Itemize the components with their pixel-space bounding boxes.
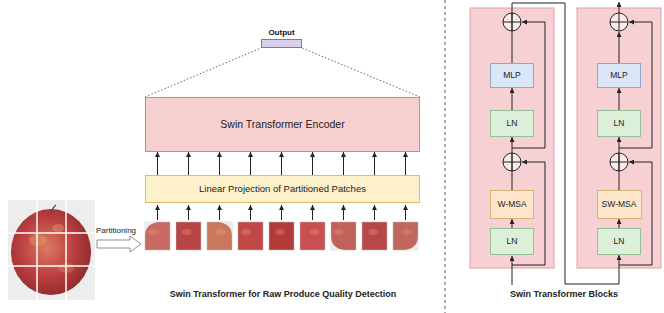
flow-arrow bbox=[343, 152, 344, 175]
flow-arrow bbox=[405, 152, 406, 175]
image-patch bbox=[331, 222, 356, 250]
image-patch bbox=[300, 222, 325, 250]
encoder-box: Swin Transformer Encoder bbox=[145, 97, 420, 152]
patch-arrow bbox=[250, 205, 251, 220]
flow-arrow bbox=[312, 152, 313, 175]
flow-arrow bbox=[374, 152, 375, 175]
node-label: LN bbox=[507, 119, 518, 129]
photo-background bbox=[8, 200, 95, 300]
flow-arrow bbox=[250, 152, 251, 175]
flow-arrow bbox=[157, 152, 158, 175]
node-label: LN bbox=[614, 119, 625, 129]
node-label: SW-MSA bbox=[602, 200, 637, 210]
projection-line bbox=[145, 48, 261, 97]
patch-corner bbox=[331, 236, 344, 250]
add-symbol bbox=[610, 13, 628, 31]
image-patch bbox=[269, 222, 294, 250]
projection-box: Linear Projection of Partitioned Patches bbox=[145, 175, 420, 203]
node-label: Linear Projection of Partitioned Patches bbox=[199, 184, 366, 195]
projection-line bbox=[302, 48, 420, 97]
patch-highlight bbox=[216, 229, 226, 235]
flow-arrow bbox=[281, 152, 282, 175]
grid-line bbox=[8, 232, 95, 234]
flow-arrow bbox=[512, 88, 513, 110]
image-patch bbox=[238, 222, 263, 250]
patch-arrow bbox=[312, 205, 313, 220]
image-patch bbox=[207, 222, 232, 250]
node-label: LN bbox=[507, 237, 518, 247]
layernorm-box: LN bbox=[490, 228, 534, 255]
patch-corner bbox=[145, 222, 158, 236]
grid-line bbox=[8, 265, 95, 267]
attention-box: SW-MSA bbox=[597, 190, 642, 219]
node-label: MLP bbox=[610, 71, 627, 81]
flow-arrow bbox=[619, 219, 620, 228]
patch-highlight bbox=[182, 229, 192, 235]
patch-arrow bbox=[281, 205, 282, 220]
flow-arrow bbox=[219, 152, 220, 175]
patch-arrow bbox=[157, 205, 158, 220]
node-label: Swin Transformer Encoder bbox=[220, 118, 344, 130]
figure-caption: Swin Transformer Blocks bbox=[510, 289, 618, 300]
output-arrow bbox=[619, 2, 620, 13]
block-arrow bbox=[97, 236, 141, 252]
grid-line bbox=[36, 200, 38, 300]
figure-caption: Swin Transformer for Raw Produce Quality… bbox=[170, 289, 397, 300]
apple-stem bbox=[51, 205, 56, 214]
patch-arrow bbox=[219, 205, 220, 220]
layernorm-box: LN bbox=[597, 110, 641, 137]
flow-arrow bbox=[619, 88, 620, 110]
patch-highlight bbox=[148, 229, 158, 235]
flow-arrow bbox=[512, 219, 513, 228]
apple bbox=[11, 209, 91, 295]
patch-highlight bbox=[309, 229, 319, 235]
node-label: MLP bbox=[503, 71, 520, 81]
patch-arrow bbox=[188, 205, 189, 220]
layernorm-box: LN bbox=[490, 110, 534, 137]
apple-highlight bbox=[29, 234, 47, 246]
image-patch bbox=[362, 222, 387, 250]
node-label: LN bbox=[614, 237, 625, 247]
attention-box: W-MSA bbox=[490, 190, 534, 219]
image-patch bbox=[393, 222, 418, 250]
patch-arrow bbox=[405, 205, 406, 220]
patch-corner bbox=[219, 222, 232, 236]
mlp-box: MLP bbox=[490, 63, 534, 88]
flow-arrow bbox=[188, 152, 189, 175]
layernorm-box: LN bbox=[597, 228, 641, 255]
output-box: Output bbox=[261, 39, 302, 48]
patch-arrow bbox=[343, 205, 344, 220]
node-heading: Output bbox=[268, 29, 294, 38]
patch-highlight bbox=[241, 229, 251, 235]
patch-highlight bbox=[334, 229, 344, 235]
input-arrow bbox=[512, 256, 513, 285]
patch-highlight bbox=[275, 229, 285, 235]
flow-arrow bbox=[512, 137, 513, 190]
patch-highlight bbox=[402, 229, 412, 235]
flow-arrow bbox=[619, 32, 620, 63]
image-patch bbox=[176, 222, 201, 250]
image-patch bbox=[145, 222, 170, 250]
grid-line bbox=[65, 200, 67, 300]
step-label: Partitioning bbox=[96, 226, 136, 236]
patch-corner bbox=[405, 236, 418, 250]
node-label: W-MSA bbox=[497, 200, 526, 210]
block-panel bbox=[577, 8, 661, 268]
flow-arrow bbox=[619, 137, 620, 190]
mlp-box: MLP bbox=[597, 63, 641, 88]
separator bbox=[445, 0, 446, 313]
apple-highlight bbox=[52, 224, 64, 232]
add-symbol bbox=[610, 13, 628, 31]
patch-arrow bbox=[374, 205, 375, 220]
patch-highlight bbox=[368, 229, 378, 235]
